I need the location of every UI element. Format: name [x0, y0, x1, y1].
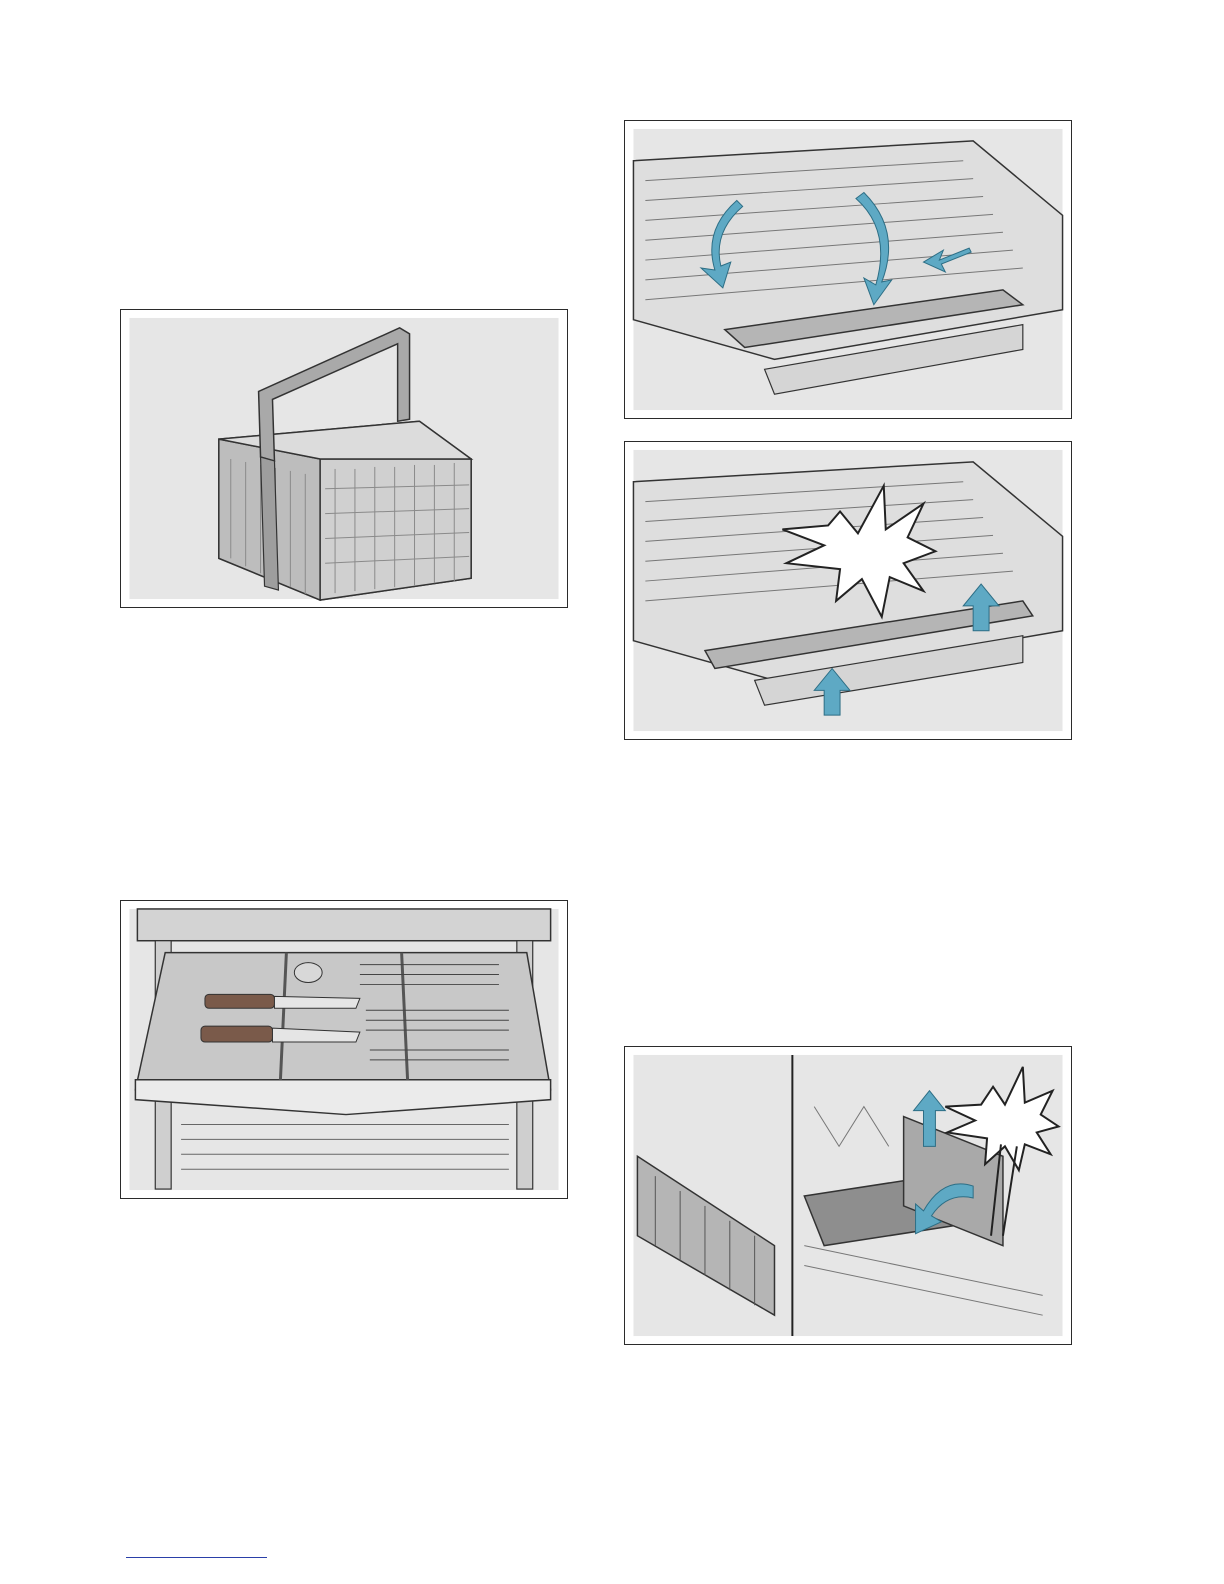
cutlery-basket-figure: [120, 309, 568, 608]
third-rack-click-figure: [624, 441, 1072, 740]
tines-fold-illustration: [625, 1047, 1071, 1344]
third-rack-click-illustration: [625, 442, 1071, 739]
third-rack-fold-figure: [624, 120, 1072, 419]
footer-rule: [126, 1557, 267, 1558]
cutlery-drawer-illustration: [121, 901, 567, 1198]
cutlery-basket-illustration: [121, 310, 567, 607]
tines-fold-figure: [624, 1046, 1072, 1345]
cutlery-drawer-figure: [120, 900, 568, 1199]
third-rack-fold-illustration: [625, 121, 1071, 418]
